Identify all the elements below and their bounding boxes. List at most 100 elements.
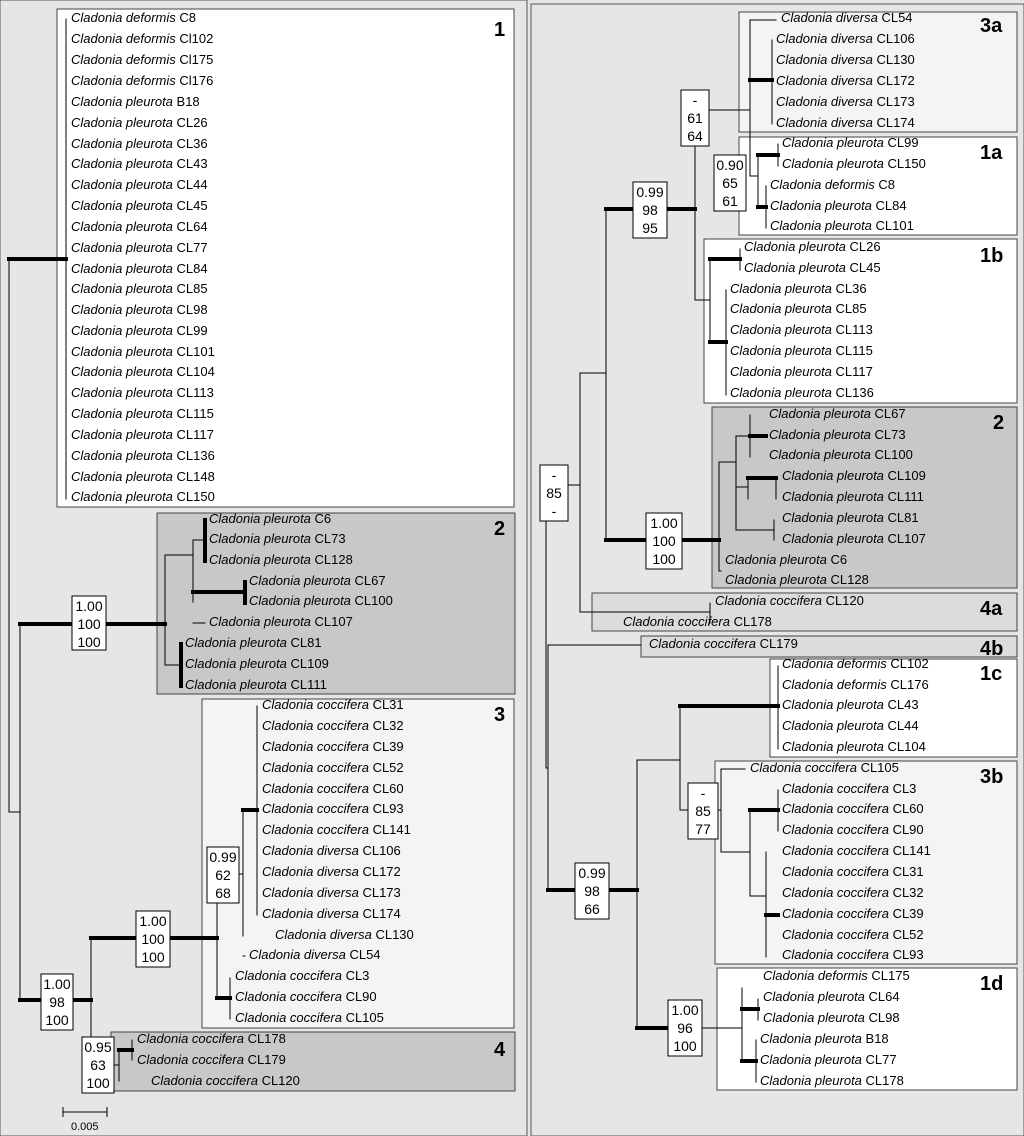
species-name: Cladonia pleurota	[71, 427, 173, 442]
species-name: Cladonia pleurota	[769, 427, 871, 442]
specimen-code: CL54	[878, 10, 913, 25]
right-taxon-label: Cladonia pleurota CL117	[730, 364, 873, 379]
right-support-value: 0.90	[716, 157, 743, 173]
specimen-code: B18	[862, 1031, 889, 1046]
species-name: Cladonia diversa	[776, 73, 873, 88]
species-name: Cladonia deformis	[782, 656, 887, 671]
right-tree-branches	[545, 19, 780, 1083]
right-support-value: 98	[642, 202, 658, 218]
specimen-code: CL141	[369, 822, 411, 837]
left-clade-box-2	[156, 512, 516, 695]
species-name: Cladonia pleurota	[782, 156, 884, 171]
species-name: Cladonia coccifera	[782, 864, 889, 879]
right-taxon-label: Cladonia coccifera CL179	[649, 636, 798, 651]
specimen-code: CL111	[884, 489, 924, 504]
left-box-label-3: 3	[494, 704, 505, 726]
species-name: Cladonia pleurota	[725, 552, 827, 567]
specimen-code: CL179	[244, 1052, 286, 1067]
specimen-code: CL77	[173, 240, 208, 255]
left-taxon-label: Cladonia deformis Cl102	[71, 31, 213, 46]
right-taxon-label: Cladonia coccifera CL120	[715, 593, 864, 608]
species-name: Cladonia pleurota	[71, 156, 173, 171]
right-taxon-label: Cladonia pleurota CL107	[782, 531, 926, 546]
specimen-code: CL3	[889, 781, 916, 796]
specimen-code: CL106	[873, 31, 915, 46]
species-name: Cladonia pleurota	[209, 531, 311, 546]
species-name: Cladonia coccifera	[235, 1010, 342, 1025]
specimen-code: CL67	[351, 573, 386, 588]
right-taxon-label: Cladonia pleurota CL64	[763, 989, 900, 1004]
right-taxon-label: Cladonia pleurota CL104	[782, 739, 926, 754]
right-support-value: 77	[695, 821, 711, 837]
specimen-code: CL101	[173, 344, 215, 359]
specimen-code: Cl176	[176, 73, 214, 88]
specimen-code: CL130	[372, 927, 414, 942]
species-name: Cladonia coccifera	[782, 947, 889, 962]
species-name: Cladonia pleurota	[730, 301, 832, 316]
right-taxon-label: Cladonia coccifera CL3	[782, 781, 916, 796]
left-support-value: 1.00	[75, 598, 102, 614]
left-taxon-label: Cladonia pleurota CL77	[71, 240, 208, 255]
species-name: Cladonia pleurota	[744, 260, 846, 275]
specimen-code: CL64	[173, 219, 208, 234]
right-taxon-label: Cladonia coccifera CL60	[782, 801, 924, 816]
species-name: Cladonia pleurota	[760, 1031, 862, 1046]
species-name: Cladonia coccifera	[262, 822, 369, 837]
left-support-value: 100	[141, 931, 165, 947]
left-taxon-label: Cladonia diversa CL106	[262, 843, 401, 858]
specimen-code: CL64	[865, 989, 900, 1004]
specimen-code: CL26	[173, 115, 208, 130]
species-name: Cladonia pleurota	[71, 219, 173, 234]
left-support-value: 100	[141, 949, 165, 965]
species-name: Cladonia pleurota	[185, 677, 287, 692]
species-name: Cladonia coccifera	[782, 927, 889, 942]
specimen-code: CL36	[832, 281, 867, 296]
specimen-code: CL105	[342, 1010, 384, 1025]
right-taxon-label: Cladonia pleurota CL109	[782, 468, 926, 483]
specimen-code: CL44	[173, 177, 208, 192]
species-name: Cladonia pleurota	[769, 406, 871, 421]
specimen-code: Cl102	[176, 31, 214, 46]
left-taxon-label: Cladonia pleurota CL73	[209, 531, 346, 546]
right-support-value: 96	[677, 1020, 693, 1036]
left-support-value: 63	[90, 1057, 106, 1073]
species-name: Cladonia pleurota	[760, 1073, 862, 1088]
right-taxon-label: Cladonia coccifera CL39	[782, 906, 924, 921]
right-clade-box-1a	[738, 136, 1018, 236]
specimen-code: CL100	[351, 593, 393, 608]
specimen-code: CL128	[311, 552, 353, 567]
species-name: Cladonia coccifera	[782, 801, 889, 816]
species-name: Cladonia pleurota	[71, 406, 173, 421]
left-taxon-label: Cladonia pleurota CL67	[249, 573, 386, 588]
right-taxon-label: Cladonia deformis C8	[770, 177, 895, 192]
species-name: Cladonia pleurota	[770, 218, 872, 233]
species-name: Cladonia pleurota	[71, 261, 173, 276]
left-tree-branches	[7, 18, 259, 1082]
specimen-code: CL141	[889, 843, 931, 858]
right-taxon-label: Cladonia diversa CL54	[781, 10, 913, 25]
species-name: Cladonia coccifera	[782, 781, 889, 796]
specimen-code: CL98	[865, 1010, 900, 1025]
species-name: Cladonia pleurota	[769, 447, 871, 462]
species-name: Cladonia deformis	[71, 52, 176, 67]
right-clade-box-3b	[714, 760, 1018, 965]
left-taxon-label: Cladonia pleurota CL64	[71, 219, 208, 234]
species-name: Cladonia diversa	[776, 31, 873, 46]
specimen-code: CL128	[827, 572, 869, 587]
right-taxon-label: Cladonia pleurota CL73	[769, 427, 906, 442]
specimen-code: CL117	[832, 364, 873, 379]
right-support-value: -	[701, 785, 706, 801]
right-taxon-label: Cladonia coccifera CL105	[750, 760, 899, 775]
right-support-value: 66	[584, 901, 600, 917]
left-taxon-label: Cladonia coccifera CL39	[262, 739, 404, 754]
right-taxon-label: Cladonia pleurota CL81	[782, 510, 919, 525]
specimen-code: CL52	[889, 927, 924, 942]
left-support-value: 68	[215, 885, 231, 901]
specimen-code: CL43	[884, 697, 919, 712]
specimen-code: C6	[311, 511, 331, 526]
species-name: Cladonia coccifera	[649, 636, 756, 651]
specimen-code: CL3	[342, 968, 369, 983]
specimen-code: CL81	[287, 635, 322, 650]
left-taxon-label: Cladonia pleurota CL128	[209, 552, 353, 567]
